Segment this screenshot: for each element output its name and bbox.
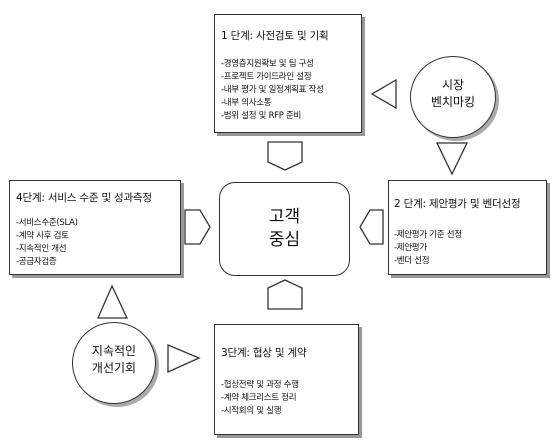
list-item: -내부 평가 및 일정계획표 작성 [221, 85, 324, 95]
list-item: -공급자검증 [16, 257, 57, 267]
arrow-stage1-to-center [267, 141, 303, 171]
stage1-items: -경영층지원확보 및 팀 구성 -프로젝트 가이드라인 설정 -내부 평가 및 … [221, 58, 324, 123]
improvement-line1: 지속적인 [91, 344, 137, 358]
triangle-improvement-to-stage3 [167, 344, 201, 374]
center-line1: 고객 [268, 207, 301, 227]
list-item: -협상전략 및 과정 수행 [221, 380, 299, 390]
list-item: -경영층지원확보 및 팀 구성 [221, 59, 314, 69]
benchmark-line2: 벤치마킹 [430, 95, 476, 109]
list-item: -제안평가 [394, 243, 427, 253]
benchmark-label: 시장 벤치마킹 [411, 77, 495, 111]
stage2-items: -제안평가 기준 선정 -제안평가 -벤더 선정 [394, 229, 462, 268]
stage4-items: -서비스수준(SLA) -계약 사후 검토 -지속적인 개선 -공급자검증 [16, 217, 78, 269]
triangle-improvement-to-stage4 [97, 284, 129, 319]
list-item: -범위 설정 및 RFP 준비 [221, 111, 302, 121]
arrow-stage3-to-center [267, 279, 303, 310]
stage3-title: 3단계: 협상 및 계약 [221, 347, 307, 359]
improvement-circle: 지속적인 개선기회 [72, 322, 156, 404]
stage1-title: 1 단계: 사전검토 및 기획 [221, 30, 329, 42]
stage4-title: 4단계: 서비스 수준 및 성과측정 [16, 192, 152, 204]
center-label: 고객 중심 [220, 206, 349, 252]
improvement-line2: 개선기회 [91, 361, 137, 375]
stage2-box: 2 단계: 제안평가 및 벤더선정 -제안평가 기준 선정 -제안평가 -벤더 … [388, 180, 547, 275]
triangle-benchmark-to-stage2 [435, 142, 469, 176]
stage4-box: 4단계: 서비스 수준 및 성과측정 -서비스수준(SLA) -계약 사후 검토… [9, 180, 181, 275]
stage1-box: 1 단계: 사전검토 및 기획 -경영층지원확보 및 팀 구성 -프로젝트 가이… [214, 14, 362, 133]
list-item: -프로젝트 가이드라인 설정 [221, 72, 312, 82]
list-item: -내부 의사소통 [221, 98, 272, 108]
arrow-stage2-to-center [359, 209, 384, 245]
list-item: -계약 체크리스트 정리 [221, 393, 297, 403]
stage2-title: 2 단계: 제안평가 및 벤더선정 [394, 198, 521, 210]
improvement-label: 지속적인 개선기회 [73, 343, 155, 377]
list-item: -지속적인 개선 [16, 244, 67, 254]
benchmark-line1: 시장 [441, 78, 465, 92]
arrow-stage4-to-center [184, 209, 211, 245]
triangle-benchmark-to-stage1 [370, 78, 397, 110]
stage3-items: -협상전략 및 과정 수행 -계약 체크리스트 정리 -시작회의 및 실행 [221, 379, 299, 418]
stage3-box: 3단계: 협상 및 계약 -협상전략 및 과정 수행 -계약 체크리스트 정리 … [214, 324, 359, 435]
list-item: -제안평가 기준 선정 [394, 230, 462, 240]
center-line2: 중심 [268, 230, 301, 250]
benchmark-circle: 시장 벤치마킹 [410, 56, 496, 138]
list-item: -계약 사후 검토 [16, 231, 69, 241]
list-item: -벤더 선정 [394, 256, 430, 266]
list-item: -시작회의 및 실행 [221, 406, 282, 416]
list-item: -서비스수준(SLA) [16, 218, 78, 228]
customer-center-box: 고객 중심 [219, 182, 350, 276]
